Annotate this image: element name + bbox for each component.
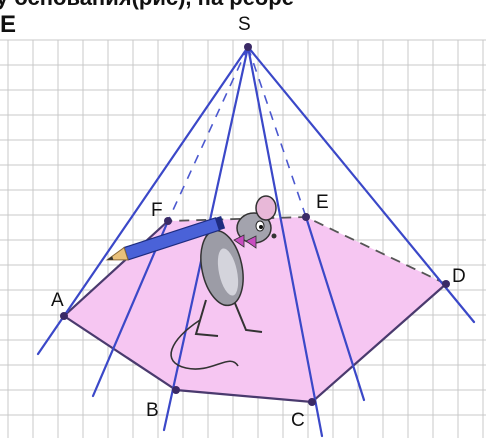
vertex-e <box>302 213 310 221</box>
vertices <box>60 43 450 406</box>
pencil-icon <box>105 216 226 261</box>
label-s: S <box>238 14 251 35</box>
edge-s-f <box>167 46 249 222</box>
edge-e-extension <box>304 215 366 402</box>
label-a: A <box>51 290 64 311</box>
mouse-bowtie <box>233 234 257 249</box>
edge-s-a <box>36 45 250 356</box>
vertex-d <box>442 280 450 288</box>
vertex-labels: S A B C D E F <box>51 14 466 431</box>
mouse-illustration <box>105 195 277 370</box>
vertex-a <box>60 312 68 320</box>
clipped-problem-text: у основания(рис), на ребре <box>0 0 294 10</box>
edge-s-c <box>246 45 324 438</box>
vertex-b <box>172 386 180 394</box>
vertex-c <box>308 398 316 406</box>
mouse-pupil <box>259 225 263 229</box>
label-c: C <box>291 410 305 431</box>
mouse-belly <box>217 248 239 296</box>
mouse-legs <box>194 295 263 337</box>
label-b: B <box>146 400 159 421</box>
corner-letter: E <box>0 11 17 38</box>
edge-s-d <box>246 45 476 324</box>
mouse-nose <box>271 233 277 239</box>
label-e: E <box>316 192 329 213</box>
label-d: D <box>452 266 466 287</box>
mouse-tail <box>170 319 239 370</box>
mouse-ear <box>255 195 277 221</box>
vertex-f <box>164 217 172 225</box>
edge-s-e <box>247 46 307 218</box>
vertex-s <box>244 43 252 51</box>
label-f: F <box>151 200 163 221</box>
